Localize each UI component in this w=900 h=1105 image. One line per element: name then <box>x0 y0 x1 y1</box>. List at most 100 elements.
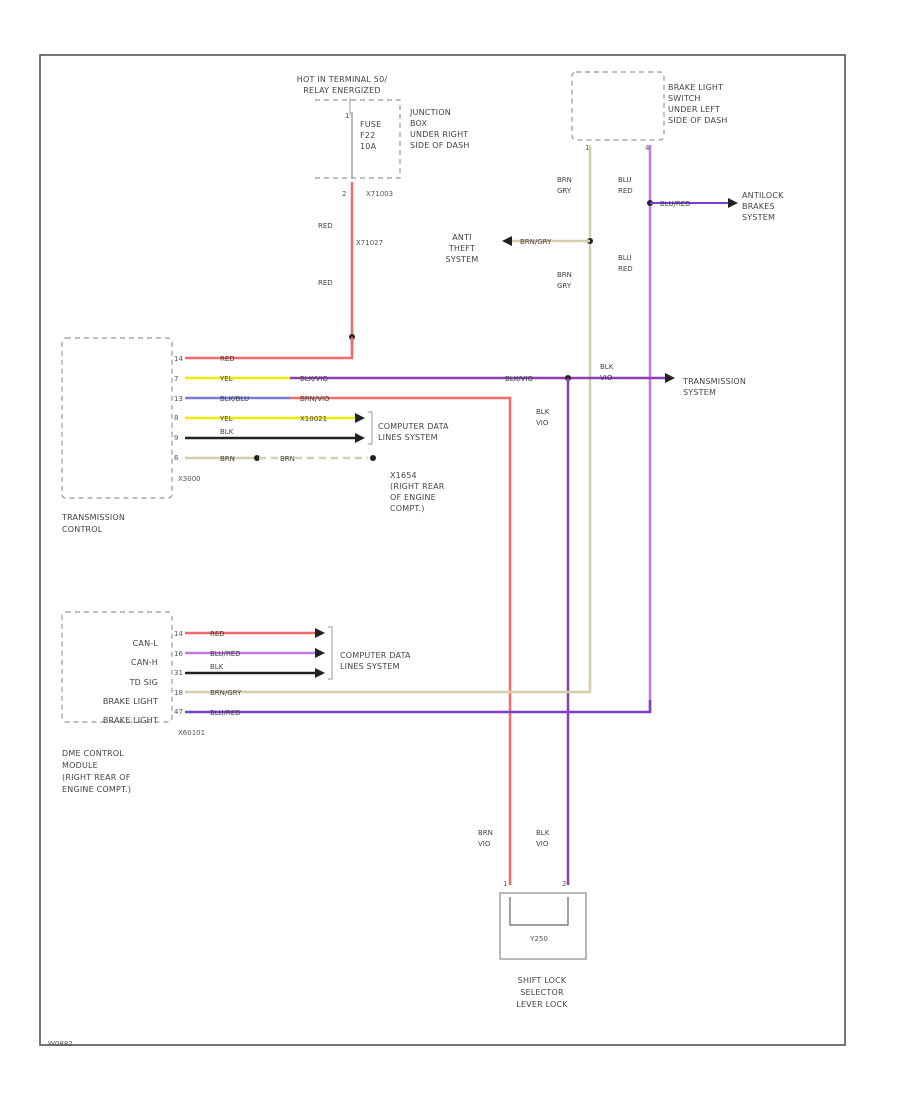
brn-vio-label-b: VIO <box>478 840 491 848</box>
brake-switch-label-3: UNDER LEFT <box>668 105 720 114</box>
junction-box-outline <box>315 99 401 179</box>
shift-lock-label-1: SHIFT LOCK <box>518 976 567 985</box>
shift-lock-label-2: SELECTOR <box>520 988 564 997</box>
fuse-label-1: FUSE <box>360 120 381 129</box>
dme-label-2: MODULE <box>62 761 98 770</box>
shift-lock-part-label: Y250 <box>529 935 548 943</box>
shift-lock-coil <box>509 897 569 926</box>
blu-red-label-1b: RED <box>618 187 633 195</box>
blk-vio-tr-label-b: VIO <box>600 374 613 382</box>
junction-label-3: UNDER RIGHT <box>410 130 468 139</box>
shift-lock-pin-1: 1 <box>503 880 507 888</box>
tcm-connector-label: X3000 <box>178 475 201 483</box>
tcm-wire-4-label: YEL <box>219 415 233 423</box>
dme-label-3: (RIGHT REAR OF <box>62 773 131 782</box>
dme-pin-label-2: CAN-H <box>131 658 158 667</box>
anti-theft-label-3: SYSTEM <box>445 255 478 264</box>
fuse-label-2: F22 <box>360 131 375 140</box>
comp-data-2-label-1: COMPUTER DATA <box>340 651 411 660</box>
blu-red-label-1a: BLU <box>618 176 631 184</box>
dme-pin-3: 31 <box>174 669 183 677</box>
shift-lock-box <box>499 892 587 960</box>
dme-pin-5: 47 <box>174 708 183 716</box>
fuse-label-3: 10A <box>360 142 377 151</box>
dme-wire-3-label: BLK <box>210 663 224 671</box>
ground-label-1: X1654 <box>390 471 417 480</box>
tcm-pin-6: 6 <box>174 454 179 462</box>
anti-theft-arrow <box>502 236 512 246</box>
dme-label-4: ENGINE COMPT.) <box>62 785 131 794</box>
antilock-arrow <box>728 198 738 208</box>
dme-pin-2: 16 <box>174 650 183 658</box>
tcm-pins: 14 7 13 8 9 6 <box>174 355 183 462</box>
brake-switch-label-2: SWITCH <box>668 94 701 103</box>
blk-vio-tr-label-a: BLK <box>600 363 614 371</box>
tcm-far-6-label: BRN <box>280 455 295 463</box>
brake-switch-label-4: SIDE OF DASH <box>668 116 728 125</box>
brn-gry-label-2b: GRY <box>557 282 572 290</box>
transmission-system-label-1: TRANSMISSION <box>682 377 746 386</box>
antilock-label-1: ANTILOCK <box>742 191 784 200</box>
dme-pin-label-1: CAN-L <box>133 639 159 648</box>
ground-label-3: OF ENGINE <box>390 493 436 502</box>
dme-wire-2-arrow <box>315 648 325 658</box>
tcm-wire-5-arrow <box>355 433 365 443</box>
tcm-pin-1: 14 <box>174 355 183 363</box>
ground-dot <box>370 455 376 461</box>
red-vert-label-1: RED <box>318 222 333 230</box>
dme-wire-2-label: BLU/RED <box>210 650 241 658</box>
comp-data-1-label-2: LINES SYSTEM <box>378 433 438 442</box>
blu-red-label-2a: BLU <box>618 254 631 262</box>
anti-theft-label-2: THEFT <box>448 244 475 253</box>
dme-label-1: DME CONTROL <box>62 749 124 758</box>
comp-data-2-bracket <box>328 626 333 680</box>
tcm-wire-5-label: BLK <box>220 428 234 436</box>
blk-vio-label-a: BLK <box>536 408 550 416</box>
transmission-system-arrow <box>665 373 675 383</box>
anti-theft-label-1: ANTI <box>452 233 472 242</box>
junction-label-4: SIDE OF DASH <box>410 141 470 150</box>
comp-data-1-label-1: COMPUTER DATA <box>378 422 449 431</box>
hot-label-1: HOT IN TERMINAL 50/ <box>297 75 388 84</box>
tcm-far-4-label: X10021 <box>300 415 327 423</box>
diagram-footer-code: W0882 <box>48 1040 73 1048</box>
dme-wire-brn-gry <box>185 680 592 694</box>
tcm-pin-2: 7 <box>174 375 178 383</box>
red-vert-label-2: RED <box>318 279 333 287</box>
brn-gry-label-2a: BRN <box>557 271 572 279</box>
dme-pin-1: 14 <box>174 630 183 638</box>
blk-vio-2-label-a: BLK <box>536 829 550 837</box>
tcm-label-1: TRANSMISSION <box>61 513 125 522</box>
anti-theft-wire-label: BRN/GRY <box>520 238 552 246</box>
dme-wire-4-label: BRN/GRY <box>210 689 242 697</box>
ground-label-2: (RIGHT REAR <box>390 482 445 491</box>
tcm-wire-6-label: BRN <box>220 455 235 463</box>
brn-gry-label-1a: BRN <box>557 176 572 184</box>
dme-pin-label-4: BRAKE LIGHT <box>103 697 158 706</box>
comp-data-2-label-2: LINES SYSTEM <box>340 662 400 671</box>
dme-wire-5-label: BLU/RED <box>210 709 241 717</box>
fuse-node-label: X71003 <box>366 190 393 198</box>
blk-vio-label-b: VIO <box>536 419 549 427</box>
brn-splice-dot <box>254 455 260 461</box>
fuse-bottom-pin: 2 <box>342 190 346 198</box>
brake-switch-pin-right: 4 <box>645 144 650 152</box>
transmission-system-label-2: SYSTEM <box>683 388 716 397</box>
tcm-pin-5: 9 <box>174 434 178 442</box>
transmission-control-box <box>61 337 173 499</box>
tcm-pin-3: 13 <box>174 395 183 403</box>
tcm-wire-4-arrow <box>355 413 365 423</box>
brake-switch-pin-left: 1 <box>585 144 589 152</box>
comp-data-1-bracket <box>368 411 373 445</box>
junction-label-1: JUNCTION <box>409 108 451 117</box>
dme-connector-label: X60101 <box>178 729 205 737</box>
fuse-top-pin: 1 <box>345 112 349 120</box>
blk-vio-2-label-b: VIO <box>536 840 549 848</box>
shift-lock-label-3: LEVER LOCK <box>516 1000 568 1009</box>
tcm-far-2-label: BLK/VIO <box>300 375 329 383</box>
tcm-far-3-label: BRN/VIO <box>300 395 330 403</box>
hot-label-2: RELAY ENERGIZED <box>303 86 380 95</box>
dme-pin-4: 18 <box>174 689 183 697</box>
